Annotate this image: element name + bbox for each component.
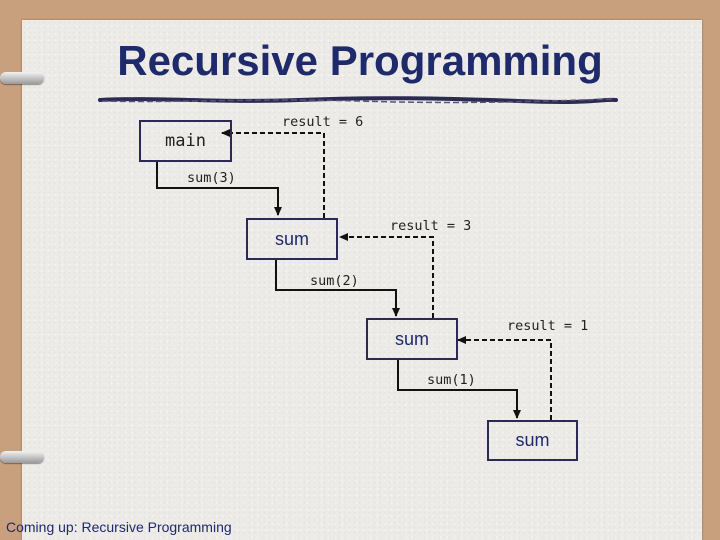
slide-title: Recursive Programming [117, 37, 603, 84]
sum-box-3: sum [487, 420, 578, 461]
footer-text: Coming up: Recursive Programming [6, 519, 232, 535]
call-label: sum(3) [187, 170, 236, 186]
call-label: sum(1) [427, 372, 476, 388]
result-label: result = 1 [507, 318, 589, 334]
call-label: sum(2) [310, 273, 359, 289]
result-label: result = 6 [282, 114, 364, 130]
main-box: main [139, 120, 232, 162]
binder-ring-icon [0, 72, 44, 84]
return-arrow [221, 129, 325, 218]
slide-background [22, 20, 702, 540]
binder-ring-icon [0, 451, 44, 463]
call-arrow [275, 260, 400, 317]
title-underline [98, 96, 618, 104]
sum-box-2: sum [366, 318, 458, 360]
result-label: result = 3 [390, 218, 472, 234]
call-arrow [156, 160, 282, 216]
call-arrow [397, 360, 521, 419]
return-arrow [339, 233, 434, 318]
return-arrow [457, 336, 552, 420]
sum-box-1: sum [246, 218, 338, 260]
